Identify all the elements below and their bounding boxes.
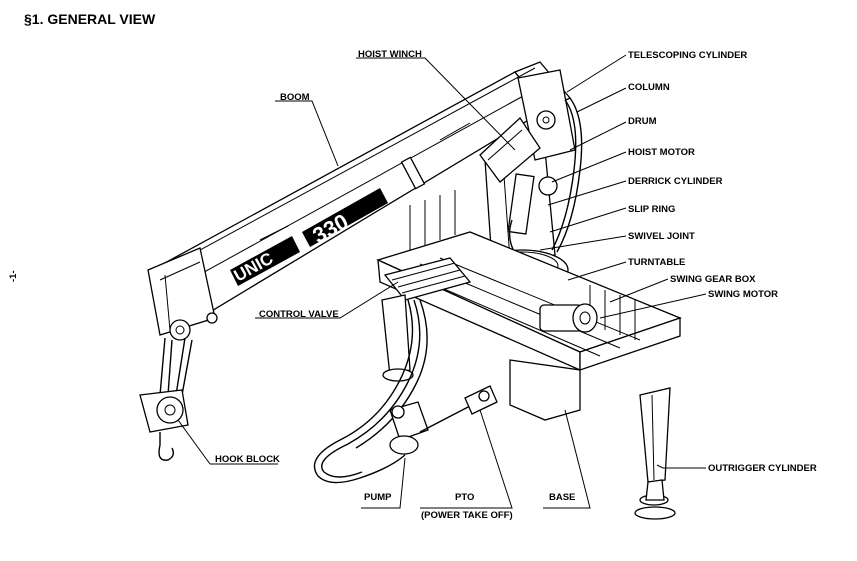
control-valve-drawing <box>383 257 472 301</box>
label-derrick-cylinder: DERRICK CYLINDER <box>628 176 723 187</box>
label-hook-block: HOOK BLOCK <box>215 454 280 465</box>
label-outrigger-cylinder: OUTRIGGER CYLINDER <box>708 463 817 474</box>
page-marker: -1- <box>8 270 19 282</box>
label-turntable: TURNTABLE <box>628 257 685 268</box>
label-pto: PTO <box>455 492 474 503</box>
label-swing-motor: SWING MOTOR <box>708 289 778 300</box>
label-telescoping-cylinder: TELESCOPING CYLINDER <box>628 50 747 61</box>
label-hoist-winch: HOIST WINCH <box>358 49 422 60</box>
label-swivel-joint: SWIVEL JOINT <box>628 231 695 242</box>
telescoping-cylinder-drawing <box>551 97 583 253</box>
swing-gear-drawing <box>539 303 598 333</box>
hook-block-drawing <box>139 337 193 461</box>
label-column: COLUMN <box>628 82 670 93</box>
left-outrigger-drawing <box>381 294 414 382</box>
label-boom: BOOM <box>280 92 310 103</box>
leader-lines <box>177 54 707 509</box>
pump-hoses-drawing <box>313 299 428 484</box>
part-labels: HOIST WINCH BOOM TELESCOPING CYLINDER CO… <box>215 49 817 521</box>
right-outrigger-drawing <box>634 387 676 520</box>
label-pump: PUMP <box>364 492 392 503</box>
label-control-valve: CONTROL VALVE <box>259 309 339 320</box>
label-drum: DRUM <box>628 116 657 127</box>
boom-head-drawing <box>147 247 218 341</box>
pump-drawing <box>389 401 429 455</box>
hoist-winch-drawing <box>479 117 541 183</box>
label-swing-gear-box: SWING GEAR BOX <box>670 274 756 285</box>
label-slip-ring: SLIP RING <box>628 204 675 215</box>
label-base: BASE <box>549 492 575 503</box>
label-hoist-motor: HOIST MOTOR <box>628 147 695 158</box>
page-title: §1. GENERAL VIEW <box>24 11 156 27</box>
pto-drawing <box>419 385 498 433</box>
label-pto-full: (POWER TAKE OFF) <box>421 510 513 521</box>
crane-illustration: UNIC 330 <box>139 61 682 520</box>
